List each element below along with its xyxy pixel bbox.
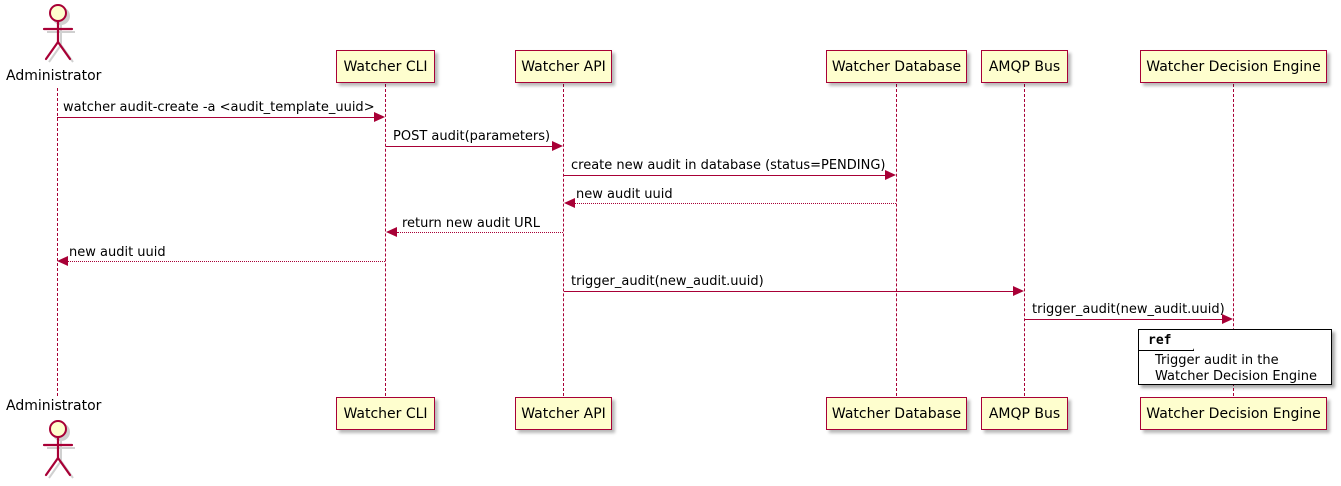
message-label-new-audit-uuid-cli: new audit uuid [69, 245, 166, 260]
actor-figure-administrator-top [42, 4, 75, 63]
message-arrowhead-new-audit-uuid-cli [57, 256, 68, 266]
message-line-trigger-audit-api-to-bus [564, 291, 1018, 292]
lifeline-watcher-decision-engine [1233, 84, 1234, 396]
participant-box-amqp-bus-bottom[interactable]: AMQP Bus [981, 397, 1068, 430]
participant-box-watcher-database-top[interactable]: Watcher Database [826, 50, 967, 83]
ref-fragment-tab-label: ref [1139, 330, 1194, 351]
participant-label-watcher-api-bottom: Watcher API [521, 405, 606, 422]
message-label-return-new-audit-url: return new audit URL [402, 216, 540, 231]
participant-box-watcher-cli-top[interactable]: Watcher CLI [336, 50, 435, 83]
message-label-post-audit: POST audit(parameters) [393, 129, 551, 144]
participant-box-watcher-api-top[interactable]: Watcher API [515, 50, 612, 83]
lifeline-administrator [57, 88, 58, 396]
lifeline-watcher-api [563, 84, 564, 396]
participant-label-watcher-cli-bottom: Watcher CLI [343, 405, 428, 422]
participant-box-watcher-cli-bottom[interactable]: Watcher CLI [336, 397, 435, 430]
lifeline-watcher-database [896, 84, 897, 396]
message-line-create-new-audit [564, 175, 890, 176]
participant-label-watcher-api: Watcher API [521, 58, 606, 75]
message-label-trigger-audit-bus-to-engine: trigger_audit(new_audit.uuid) [1032, 302, 1225, 317]
participant-box-amqp-bus-top[interactable]: AMQP Bus [981, 50, 1068, 83]
message-label-watcher-audit-create: watcher audit-create -a <audit_template_… [63, 100, 375, 115]
participant-box-watcher-decision-engine-bottom[interactable]: Watcher Decision Engine [1140, 397, 1327, 430]
message-line-new-audit-uuid-db [575, 203, 896, 204]
actor-label-administrator-top: Administrator [6, 68, 102, 84]
message-line-post-audit [386, 146, 557, 147]
ref-fragment-text-line-1: Trigger audit in the [1155, 353, 1279, 368]
message-arrowhead-post-audit [552, 141, 563, 151]
participant-box-watcher-database-bottom[interactable]: Watcher Database [826, 397, 967, 430]
participant-label-watcher-decision-engine: Watcher Decision Engine [1146, 58, 1321, 75]
participant-label-watcher-cli: Watcher CLI [343, 58, 428, 75]
message-arrowhead-watcher-audit-create [374, 112, 385, 122]
message-label-new-audit-uuid-db: new audit uuid [576, 187, 673, 202]
message-line-return-new-audit-url [397, 232, 563, 233]
message-arrowhead-trigger-audit-api-to-bus [1013, 286, 1024, 296]
message-arrowhead-trigger-audit-bus-to-engine [1222, 314, 1233, 324]
message-arrowhead-create-new-audit [885, 170, 896, 180]
message-arrowhead-new-audit-uuid-db [564, 198, 575, 208]
participant-box-watcher-decision-engine-top[interactable]: Watcher Decision Engine [1140, 50, 1327, 83]
message-label-create-new-audit: create new audit in database (status=PEN… [571, 158, 886, 173]
participant-label-amqp-bus: AMQP Bus [988, 58, 1061, 75]
ref-fragment-box: ref Trigger audit in the Watcher Decisio… [1138, 329, 1332, 385]
participant-box-watcher-api-bottom[interactable]: Watcher API [515, 397, 612, 430]
message-line-watcher-audit-create [57, 117, 379, 118]
lifeline-amqp-bus [1024, 84, 1025, 396]
participant-label-watcher-database-bottom: Watcher Database [831, 405, 962, 422]
ref-fragment-text-line-2: Watcher Decision Engine [1155, 369, 1317, 384]
message-line-new-audit-uuid-cli [68, 261, 385, 262]
participant-label-watcher-database: Watcher Database [831, 58, 962, 75]
message-arrowhead-return-new-audit-url [386, 227, 397, 237]
lifeline-watcher-cli [385, 84, 386, 396]
participant-label-watcher-decision-engine-bottom: Watcher Decision Engine [1146, 405, 1321, 422]
participant-label-amqp-bus-bottom: AMQP Bus [988, 405, 1061, 422]
actor-label-administrator-bottom: Administrator [6, 398, 102, 414]
actor-figure-administrator-bottom [42, 420, 75, 479]
message-line-trigger-audit-bus-to-engine [1025, 319, 1227, 320]
message-label-trigger-audit-api-to-bus: trigger_audit(new_audit.uuid) [571, 274, 764, 289]
